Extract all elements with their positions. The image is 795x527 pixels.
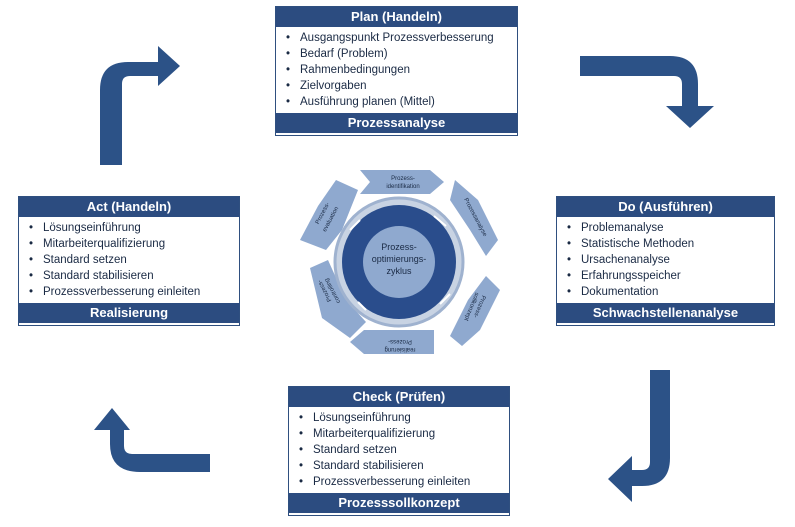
list-item: Lösungseinführung (29, 220, 231, 236)
act-footer: Realisierung (19, 303, 239, 323)
list-item: Bedarf (Problem) (286, 46, 509, 62)
step-right-bottom-chevron (450, 276, 500, 346)
step-top-line1: Prozess- (391, 176, 415, 182)
do-list: Problemanalyse Statistische Methoden Urs… (557, 217, 774, 303)
list-item: Mitarbeiterqualifizierung (29, 236, 231, 252)
cycle-center-line2: optimierungs- (372, 254, 427, 264)
act-box: Act (Handeln) Lösungseinführung Mitarbei… (18, 196, 240, 326)
cycle-center-line3: zyklus (386, 266, 412, 276)
arrow-plan-to-do-shape (580, 56, 714, 128)
check-list: Lösungseinführung Mitarbeiterqualifizier… (289, 407, 509, 493)
list-item: Ausgangspunkt Prozessverbesserung (286, 30, 509, 46)
list-item: Statistische Methoden (567, 236, 766, 252)
step-left-bottom-chevron (310, 260, 366, 338)
check-box: Check (Prüfen) Lösungseinführung Mitarbe… (288, 386, 510, 516)
arrow-do-to-check-shape (608, 370, 670, 502)
list-item: Ausführung planen (Mittel) (286, 94, 509, 110)
list-item: Ursachenanalyse (567, 252, 766, 268)
list-item: Standard setzen (29, 252, 231, 268)
act-list: Lösungseinführung Mitarbeiterqualifizier… (19, 217, 239, 303)
do-box: Do (Ausführen) Problemanalyse Statistisc… (556, 196, 775, 326)
cycle-center-line1: Prozess- (381, 242, 417, 252)
process-cycle-diagram (300, 170, 500, 354)
step-bottom-line1: Prozess- (388, 338, 412, 344)
list-item: Lösungseinführung (299, 410, 501, 426)
check-footer: Prozesssollkonzept (289, 493, 509, 513)
do-footer: Schwachstellenanalyse (557, 303, 774, 323)
step-top-chevron (360, 170, 444, 194)
list-item: Mitarbeiterqualifizierung (299, 426, 501, 442)
plan-list: Ausgangspunkt Prozessverbesserung Bedarf… (276, 27, 517, 113)
list-item: Standard stabilisieren (29, 268, 231, 284)
list-item: Standard stabilisieren (299, 458, 501, 474)
plan-box: Plan (Handeln) Ausgangspunkt Prozessverb… (275, 6, 518, 136)
list-item: Zielvorgaben (286, 78, 509, 94)
plan-footer: Prozessanalyse (276, 113, 517, 133)
plan-title: Plan (Handeln) (276, 7, 517, 27)
step-top-line2: identifikation (386, 184, 419, 190)
list-item: Prozessverbesserung einleiten (299, 474, 501, 490)
arrow-act-to-plan-shape (100, 46, 180, 165)
step-bottom-line2: realisierung (384, 346, 415, 352)
step-bottom-chevron (350, 330, 434, 354)
list-item: Problemanalyse (567, 220, 766, 236)
list-item: Dokumentation (567, 284, 766, 300)
arrow-check-to-act-shape (94, 408, 210, 472)
list-item: Standard setzen (299, 442, 501, 458)
list-item: Erfahrungsspeicher (567, 268, 766, 284)
check-title: Check (Prüfen) (289, 387, 509, 407)
step-left-top-chevron (300, 180, 358, 250)
do-title: Do (Ausführen) (557, 197, 774, 217)
step-right-top-chevron (450, 180, 498, 256)
list-item: Prozessverbesserung einleiten (29, 284, 231, 300)
list-item: Rahmenbedingungen (286, 62, 509, 78)
act-title: Act (Handeln) (19, 197, 239, 217)
